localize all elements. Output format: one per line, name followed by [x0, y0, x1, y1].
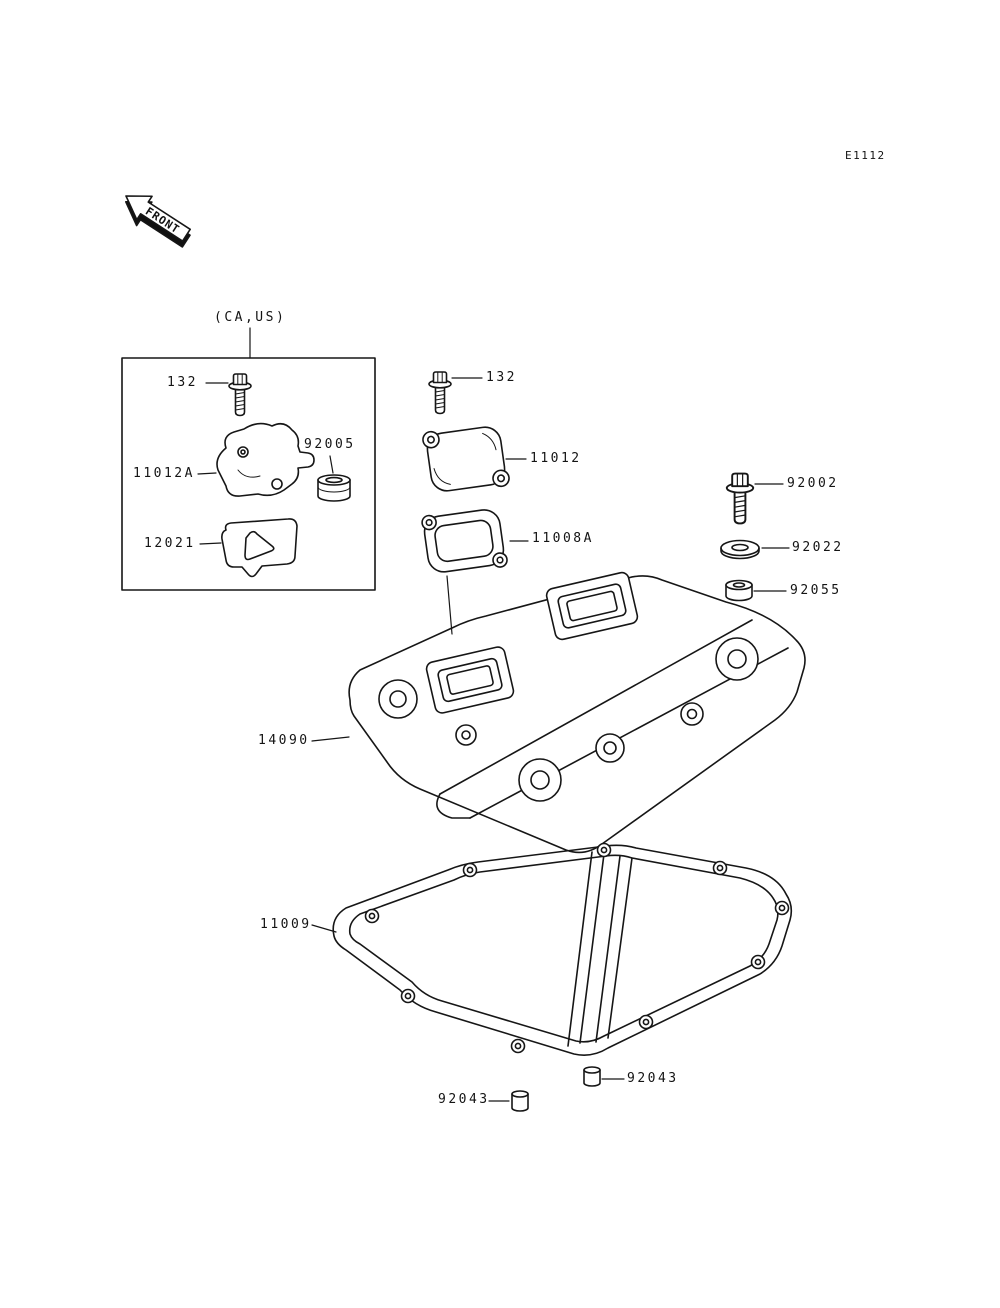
label-grommet-92005: 92005: [304, 437, 356, 452]
label-gasket-11008a: 11008A: [532, 531, 594, 546]
cover-11012-drawing: [422, 426, 510, 492]
pin-92043-right-drawing: [583, 1066, 601, 1087]
label-gasket-11009: 11009: [260, 917, 312, 932]
label-pin-92043-left: 92043: [438, 1092, 490, 1107]
label-bolt-132: 132: [486, 370, 517, 385]
leader-lines: [197, 327, 790, 1102]
label-pin-92043-right: 92043: [627, 1071, 679, 1086]
plate-12021-drawing: [221, 518, 298, 578]
breather-cover-11012a-drawing: [216, 422, 315, 497]
gasket-11009-drawing: [332, 842, 793, 1056]
bolt-92002-drawing: [725, 472, 755, 525]
label-cover-11012a: 11012A: [133, 466, 195, 481]
front-arrow: FRONT: [124, 195, 191, 248]
bolt-132-inset-drawing: [228, 373, 252, 417]
head-cover-14090-drawing: [348, 571, 806, 854]
gasket-11008a-drawing: [421, 509, 508, 573]
label-damper-92055: 92055: [790, 583, 842, 598]
label-bolt-92002: 92002: [787, 476, 839, 491]
doc-code: E1112: [845, 149, 886, 162]
inset-box: [121, 357, 376, 591]
pin-92043-left-drawing: [511, 1090, 529, 1112]
washer-92022-drawing: [720, 539, 760, 560]
grommet-92005-drawing: [317, 474, 351, 502]
damper-92055-drawing: [725, 579, 753, 602]
label-cover-11012: 11012: [530, 451, 582, 466]
label-inset-region: (CA,US): [214, 310, 287, 325]
label-head-cover-14090: 14090: [258, 733, 310, 748]
label-washer-92022: 92022: [792, 540, 844, 555]
label-bolt-132-inset: 132: [167, 375, 198, 390]
label-plate-12021: 12021: [144, 536, 196, 551]
bolt-132-drawing: [428, 371, 452, 415]
